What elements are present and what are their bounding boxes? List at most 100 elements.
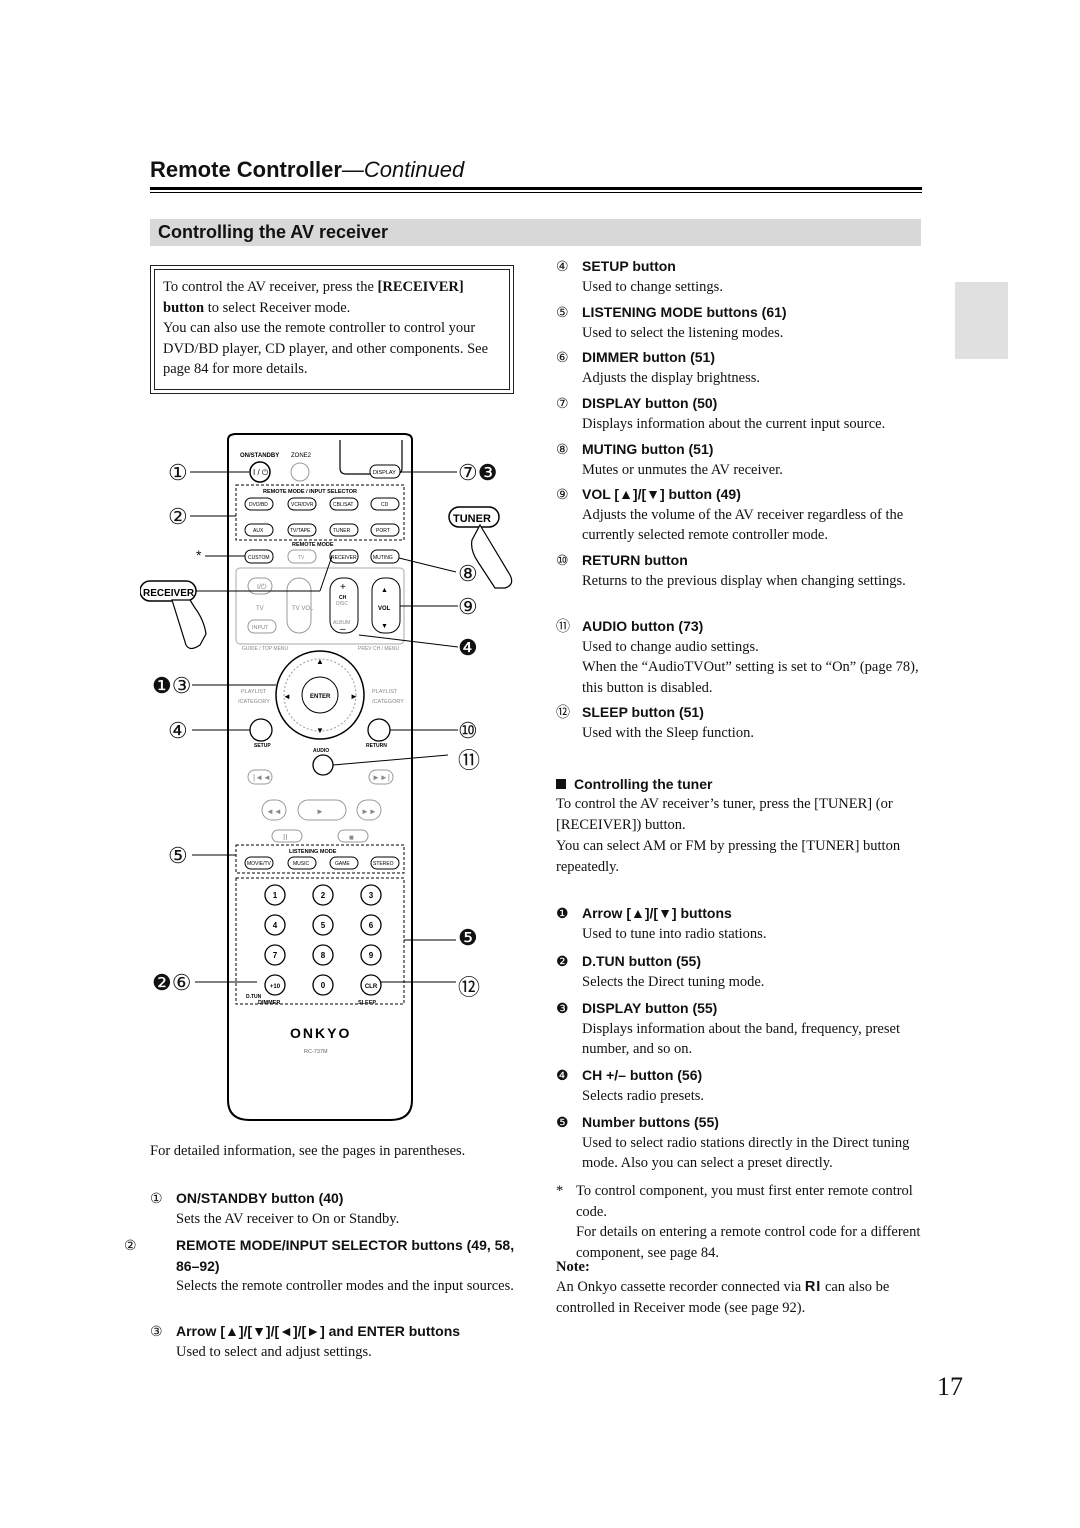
number-label-9: 9 — [369, 951, 374, 960]
callout-11: ⑪ — [458, 748, 481, 773]
tv-vol-rocker[interactable] — [286, 577, 312, 634]
custom-label: CUSTOM — [248, 555, 270, 561]
on-standby-button[interactable] — [249, 461, 271, 483]
number-label-8: 8 — [321, 951, 326, 960]
skip-back-button[interactable] — [247, 769, 273, 785]
port-button[interactable] — [370, 523, 400, 537]
svg-text:►►: ►► — [361, 807, 377, 816]
stereo-label: STEREO — [373, 861, 394, 867]
svg-text:►: ► — [350, 692, 358, 701]
number-button-+10[interactable] — [264, 974, 286, 996]
number-button-0[interactable] — [312, 974, 334, 996]
caption: For detailed information, see the pages … — [150, 1143, 466, 1159]
callout-filled-5: ❺ — [458, 925, 478, 950]
callout-7-3: ⑦❸ — [458, 460, 498, 485]
ch-disc-album-rocker[interactable] — [329, 577, 359, 634]
vcr-dvr-button[interactable] — [287, 497, 317, 511]
fast-forward-button[interactable] — [356, 799, 382, 821]
receiver-mode-button[interactable] — [329, 549, 359, 564]
callout-1-3: ❶③ — [152, 673, 192, 698]
svg-text:▲: ▲ — [316, 657, 324, 666]
intro-paragraph-2: You can also use the remote controller t… — [163, 320, 489, 377]
number-label-1: 1 — [273, 891, 278, 900]
pause-button[interactable] — [271, 829, 303, 843]
number-button-6[interactable] — [360, 914, 382, 936]
svg-text:▲: ▲ — [381, 587, 388, 594]
music-button[interactable] — [287, 856, 317, 870]
play-button[interactable] — [297, 799, 347, 821]
svg-text:►►|: ►►| — [372, 773, 390, 782]
cd-button[interactable] — [370, 497, 400, 511]
number-label-7: 7 — [273, 951, 278, 960]
skip-forward-button[interactable] — [368, 769, 394, 785]
music-label: MUSIC — [293, 861, 310, 867]
intro-box: To control the AV receiver, press the [R… — [150, 265, 514, 394]
tuner-button[interactable] — [329, 523, 359, 537]
game-button[interactable] — [329, 856, 359, 870]
muting-button[interactable] — [370, 549, 400, 564]
guide-top-menu-label: GUIDE / TOP MENU — [242, 646, 289, 652]
category-right-label: /CATEGORY — [372, 699, 404, 705]
tv-tape-label: TV/TAPE — [290, 528, 311, 534]
movie-tv-button[interactable] — [244, 856, 274, 870]
onkyo-logo: ONKYO — [290, 1025, 351, 1041]
listening-mode-label: LISTENING MODE — [289, 849, 337, 855]
section-title: Controlling the AV receiver — [158, 222, 389, 242]
stereo-button[interactable] — [370, 856, 400, 870]
dvd-bd-button[interactable] — [244, 497, 274, 511]
number-label-4: 4 — [273, 921, 278, 930]
number-button-5[interactable] — [312, 914, 334, 936]
square-bullet-icon — [556, 779, 566, 789]
input-button[interactable] — [247, 619, 277, 634]
tuner-label: TUNER — [333, 528, 351, 534]
number-button-8[interactable] — [312, 944, 334, 966]
sleep-label: SLEEP — [358, 1000, 376, 1006]
setup-label: SETUP — [254, 743, 271, 749]
vcr-dvr-label: VCR/DVR — [291, 502, 314, 508]
note-text: An Onkyo cassette recorder connected via… — [556, 1279, 890, 1316]
cbl-sat-button[interactable] — [329, 497, 359, 511]
svg-text:I/⏻: I/⏻ — [257, 583, 267, 591]
callout-12: ⑫ — [458, 975, 481, 1000]
number-button-1[interactable] — [264, 884, 286, 906]
tv-mode-button[interactable] — [287, 549, 317, 564]
number-button-CLR[interactable] — [360, 974, 382, 996]
callout-2: ② — [168, 504, 188, 529]
tv-tape-button[interactable] — [287, 523, 317, 537]
receiver-mode-label: RECEIVER — [331, 555, 357, 561]
setup-button[interactable] — [249, 718, 273, 742]
enter-button[interactable] — [301, 676, 339, 714]
muting-label: MUTING — [373, 555, 393, 561]
return-button[interactable] — [367, 718, 391, 742]
zone2-label: ZONE2 — [291, 453, 312, 459]
ch-label: CH — [339, 595, 347, 601]
number-button-9[interactable] — [360, 944, 382, 966]
audio-button[interactable] — [312, 754, 334, 776]
tv-power-button[interactable] — [247, 577, 273, 595]
tv-label: TV — [256, 606, 264, 612]
callout-10: ⑩ — [458, 718, 478, 743]
ri-logo: RI — [804, 1279, 822, 1295]
callout-2-6: ❷⑥ — [152, 970, 192, 995]
number-label-CLR: CLR — [365, 984, 378, 990]
return-label: RETURN — [366, 743, 387, 749]
stop-button[interactable] — [337, 829, 369, 843]
number-button-2[interactable] — [312, 884, 334, 906]
rewind-button[interactable] — [261, 799, 287, 821]
aux-button[interactable] — [244, 523, 274, 537]
on-standby-label: ON/STANDBY — [240, 453, 279, 459]
number-button-4[interactable] — [264, 914, 286, 936]
model-label: RC-737M — [304, 1049, 328, 1055]
zone2-button[interactable] — [290, 462, 310, 482]
number-button-7[interactable] — [264, 944, 286, 966]
number-button-3[interactable] — [360, 884, 382, 906]
dvd-bd-label: DVD/BD — [249, 502, 268, 508]
